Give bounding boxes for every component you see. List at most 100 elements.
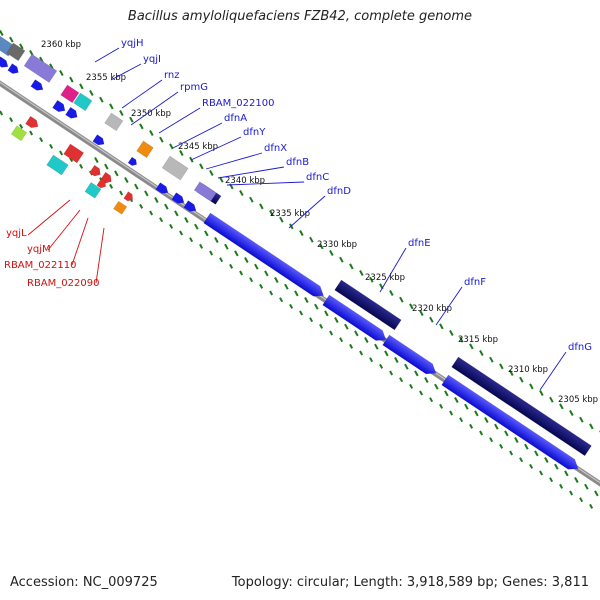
- tick-mark: [579, 497, 584, 503]
- leader-line: [172, 122, 223, 149]
- leader-line: [94, 47, 120, 63]
- tick-mark: [59, 70, 64, 76]
- tick-mark: [89, 90, 94, 96]
- feature-ncRNA-2: [113, 200, 128, 215]
- feature-magenta-shape: [60, 84, 80, 104]
- tick-mark: [399, 296, 404, 303]
- tick-mark: [204, 230, 209, 237]
- tick-mark: [299, 230, 304, 236]
- cds-small-6-shape: [127, 156, 137, 166]
- tick-mark: [464, 403, 469, 410]
- cds-dark-1: [334, 279, 402, 331]
- scale-label: 2325 kbp: [365, 273, 405, 283]
- map-title: Bacillus amyloliquefaciens FZB42, comple…: [127, 9, 473, 24]
- scale-label: 2350 kbp: [131, 109, 171, 119]
- tick-mark: [139, 203, 144, 209]
- leader-line: [435, 286, 463, 326]
- gene-label-dfng: dfnG: [568, 342, 592, 353]
- cds-dfnF: [382, 334, 437, 375]
- leader-line: [47, 209, 81, 251]
- tick-mark: [229, 263, 234, 269]
- tick-mark: [559, 483, 564, 489]
- tick-mark: [529, 383, 534, 390]
- feature-green: [10, 125, 28, 142]
- tick-mark: [534, 450, 539, 457]
- cds-dfnF-shape: [382, 334, 437, 375]
- cds-small-4: [65, 106, 78, 119]
- cds-dfnE: [322, 294, 387, 341]
- tick-mark: [69, 76, 74, 83]
- cds-dark-2-shape: [451, 356, 592, 457]
- tick-mark: [319, 243, 324, 250]
- tick-mark: [249, 277, 254, 283]
- cds-dark-1-shape: [334, 279, 402, 331]
- tick-mark: [359, 270, 364, 276]
- tick-mark: [184, 217, 189, 223]
- cds-small-1: [7, 63, 19, 74]
- gene-label-dfnd: dfnD: [327, 186, 351, 197]
- feature-purple-2-shape: [193, 181, 217, 202]
- tick-mark: [249, 196, 254, 203]
- feature-rRNA-2: [46, 154, 69, 176]
- tick-mark: [389, 290, 394, 296]
- tick-mark: [584, 483, 589, 490]
- tick-mark: [429, 397, 434, 403]
- tick-mark: [0, 30, 4, 36]
- tick-mark: [359, 350, 364, 356]
- tick-mark: [589, 423, 594, 430]
- tick-mark: [429, 316, 434, 323]
- genome-summary-text: Topology: circular; Length: 3,918,589 bp…: [231, 575, 589, 590]
- cds-small-2-shape: [30, 79, 44, 91]
- tick-mark: [199, 163, 204, 170]
- tick-mark: [539, 470, 544, 476]
- tick-mark: [159, 136, 164, 143]
- tick-mark: [59, 150, 64, 156]
- tick-mark: [574, 477, 579, 483]
- tick-mark: [194, 223, 199, 230]
- tick-mark: [104, 163, 109, 170]
- cds-small-0: [0, 56, 9, 68]
- tick-mark: [344, 323, 349, 330]
- tick-mark: [9, 36, 14, 43]
- feature-ncRNA: [136, 140, 154, 159]
- tick-mark: [479, 350, 484, 356]
- tick-mark: [279, 216, 284, 223]
- tick-mark: [19, 43, 24, 50]
- leader-line: [288, 195, 326, 229]
- feature-tRNA-3-shape: [89, 164, 101, 177]
- tick-mark: [304, 297, 309, 303]
- scale-label: 2355 kbp: [86, 73, 126, 83]
- gene-label-rpmg: rpmG: [180, 82, 208, 93]
- tick-mark: [419, 390, 424, 396]
- gene-label-rnz: rnz: [164, 70, 180, 81]
- tick-mark: [434, 383, 439, 390]
- feature-tRNA-2: [63, 143, 85, 164]
- tick-mark: [469, 343, 474, 350]
- tick-mark: [119, 190, 124, 196]
- gene-label-rbam-022090: RBAM_022090: [27, 278, 99, 289]
- tick-mark: [259, 283, 264, 289]
- tick-mark: [354, 330, 359, 337]
- feature-grey-2-shape: [104, 112, 124, 132]
- tick-mark: [389, 370, 394, 376]
- tick-mark: [309, 317, 314, 323]
- cds-small-7: [155, 182, 169, 194]
- tick-mark: [329, 330, 334, 336]
- tick-mark: [479, 430, 484, 436]
- tick-mark: [199, 243, 204, 249]
- tick-mark: [274, 277, 279, 283]
- cds-small-9-shape: [183, 200, 197, 212]
- tick-mark: [539, 390, 544, 396]
- feature-purple: [23, 53, 58, 83]
- feature-tRNA-1-shape: [25, 115, 39, 129]
- tick-mark: [134, 183, 139, 190]
- tick-mark: [554, 463, 559, 470]
- leader-line: [121, 79, 163, 109]
- tick-mark: [109, 103, 114, 110]
- tick-mark: [0, 110, 4, 116]
- tick-mark: [149, 210, 154, 216]
- leader-line: [379, 247, 407, 293]
- feature-purple-2: [193, 181, 217, 202]
- tick-mark: [234, 250, 239, 257]
- tick-mark: [459, 417, 464, 423]
